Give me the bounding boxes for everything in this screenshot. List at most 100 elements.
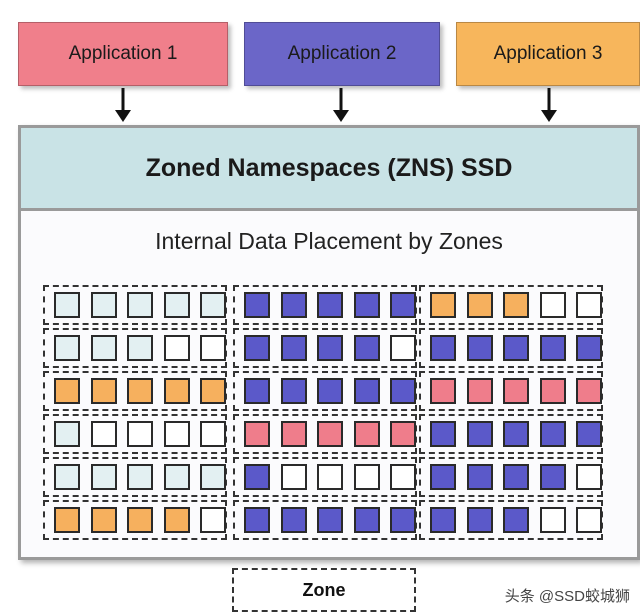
data-block	[163, 507, 190, 533]
data-block	[280, 335, 307, 361]
data-block	[466, 464, 493, 490]
data-block	[200, 507, 226, 533]
data-block	[539, 464, 566, 490]
data-block	[200, 421, 226, 447]
data-block	[539, 421, 566, 447]
data-block	[54, 378, 80, 404]
data-block	[539, 378, 566, 404]
down-arrow-icon	[115, 88, 131, 122]
data-block	[280, 378, 307, 404]
zone	[419, 500, 603, 540]
data-block	[163, 421, 190, 447]
data-block	[466, 378, 493, 404]
data-block	[163, 335, 190, 361]
data-block	[503, 507, 529, 533]
data-block	[576, 464, 602, 490]
data-block	[90, 335, 117, 361]
data-block	[503, 378, 529, 404]
zone	[419, 285, 603, 325]
ssd-title: Zoned Namespaces (ZNS) SSD	[21, 128, 637, 211]
zone-legend-label: Zone	[302, 579, 346, 600]
zone	[419, 371, 603, 411]
data-block	[503, 292, 529, 318]
data-block	[390, 292, 416, 318]
data-block	[539, 507, 566, 533]
data-block	[244, 378, 270, 404]
zone	[43, 500, 227, 540]
zone	[419, 414, 603, 454]
data-block	[54, 421, 80, 447]
data-block	[317, 378, 343, 404]
data-block	[54, 335, 80, 361]
data-block	[127, 292, 153, 318]
data-block	[127, 378, 153, 404]
zone-legend: Zone	[232, 568, 416, 612]
down-arrow-icon	[333, 88, 349, 122]
data-block	[576, 507, 602, 533]
data-block	[90, 421, 117, 447]
data-block	[390, 464, 416, 490]
zone	[233, 414, 417, 454]
data-block	[576, 378, 602, 404]
data-block	[466, 507, 493, 533]
zone	[419, 457, 603, 497]
data-block	[280, 292, 307, 318]
data-block	[353, 464, 380, 490]
data-block	[317, 464, 343, 490]
data-block	[200, 335, 226, 361]
data-block	[317, 421, 343, 447]
data-block	[430, 464, 456, 490]
data-block	[127, 464, 153, 490]
data-block	[576, 335, 602, 361]
data-block	[466, 335, 493, 361]
down-arrow-icon	[541, 88, 557, 122]
data-block	[90, 292, 117, 318]
data-block	[466, 421, 493, 447]
data-block	[280, 464, 307, 490]
data-block	[430, 421, 456, 447]
zone	[43, 457, 227, 497]
data-block	[317, 292, 343, 318]
data-block	[430, 378, 456, 404]
data-block	[390, 421, 416, 447]
data-block	[430, 292, 456, 318]
data-block	[127, 335, 153, 361]
zone	[43, 285, 227, 325]
data-block	[430, 335, 456, 361]
data-block	[390, 378, 416, 404]
zone	[233, 457, 417, 497]
data-block	[503, 335, 529, 361]
data-block	[163, 292, 190, 318]
data-block	[54, 292, 80, 318]
data-block	[503, 464, 529, 490]
data-block	[280, 421, 307, 447]
data-block	[503, 421, 529, 447]
data-block	[90, 507, 117, 533]
data-block	[466, 292, 493, 318]
data-block	[244, 464, 270, 490]
data-block	[390, 335, 416, 361]
zone	[419, 328, 603, 368]
zone	[233, 285, 417, 325]
data-block	[539, 292, 566, 318]
application-3-box: Application 3	[456, 22, 640, 86]
data-block	[200, 464, 226, 490]
data-block	[200, 378, 226, 404]
data-block	[317, 335, 343, 361]
data-block	[539, 335, 566, 361]
zone	[43, 328, 227, 368]
data-block	[353, 292, 380, 318]
zone	[43, 414, 227, 454]
data-block	[430, 507, 456, 533]
zone	[233, 328, 417, 368]
data-block	[163, 464, 190, 490]
zns-ssd-container: Zoned Namespaces (ZNS) SSD Internal Data…	[18, 125, 640, 560]
data-block	[353, 421, 380, 447]
data-block	[317, 507, 343, 533]
data-block	[127, 421, 153, 447]
ssd-subtitle: Internal Data Placement by Zones	[155, 228, 503, 254]
data-block	[280, 507, 307, 533]
application-1-box: Application 1	[18, 22, 228, 86]
application-2-box: Application 2	[244, 22, 440, 86]
data-block	[390, 507, 416, 533]
